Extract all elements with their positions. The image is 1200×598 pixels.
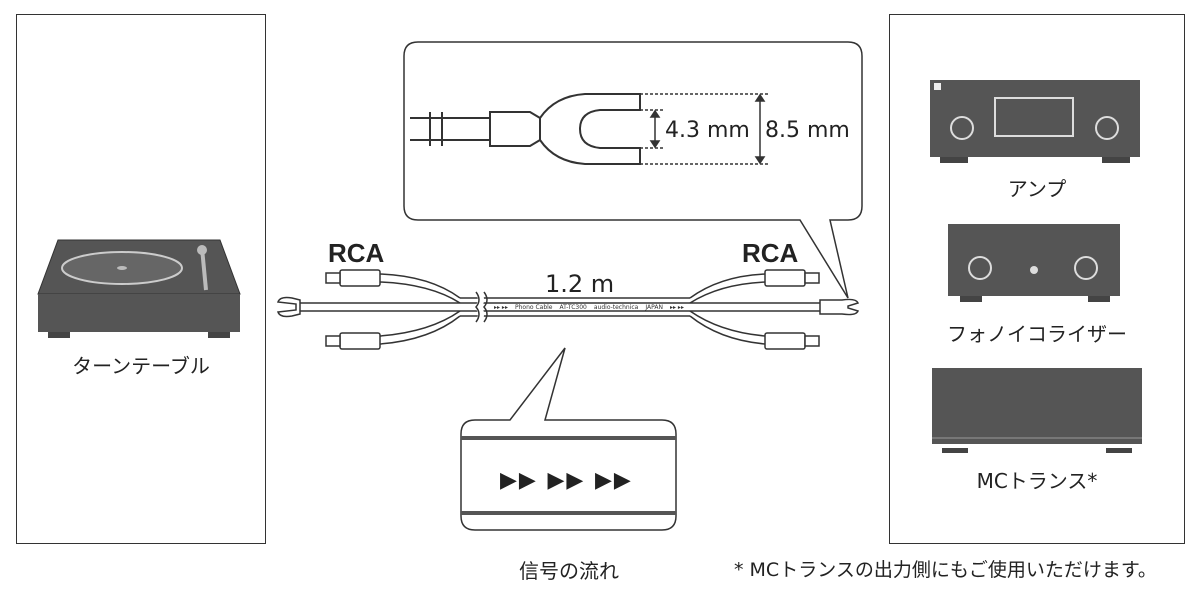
rca-plugs [325,269,820,350]
footnote: * MCトランスの出力側にもご使用いただけます。 [734,559,1157,581]
turntable-label: ターンテーブル [72,354,210,378]
cable-print-arrows-right: ▸▸ ▸▸ [670,304,684,311]
cable-print-name: Phono Cable [514,304,553,311]
inner-width-label: 4.3 mm [665,118,750,143]
mc-transformer-icon [932,368,1142,453]
mc-transformer-label: MCトランス* [976,469,1098,493]
rca-right-label: RCA [742,238,799,268]
signal-flow-label: 信号の流れ [519,559,619,583]
cable [300,273,820,345]
fork-terminal-zoom [410,93,641,165]
phono-equalizer-icon [948,224,1120,302]
cable-length-label: 1.2 m [545,270,615,298]
cable-fork-ends [276,296,860,318]
cable-print-brand: audio-technica [593,304,639,311]
turntable-icon [37,239,241,338]
cable-print: ▸▸ ▸▸ Phono Cable AT-TC300 audio-technic… [494,303,684,312]
signal-arrows: ▶▶ ▶▶ ▶▶ [500,468,633,493]
outer-width-label: 8.5 mm [765,118,850,143]
dimension-lines [640,93,770,165]
cable-print-arrows-left: ▸▸ ▸▸ [494,304,508,311]
fork-detail-callout [403,41,863,299]
cable-print-model: AT-TC300 [559,304,587,311]
rca-left-label: RCA [328,238,385,268]
amplifier-icon [930,80,1140,163]
amp-label: アンプ [1007,177,1067,201]
cable-print-origin: JAPAN [645,304,663,311]
phono-equalizer-label: フォノイコライザー [947,322,1127,346]
